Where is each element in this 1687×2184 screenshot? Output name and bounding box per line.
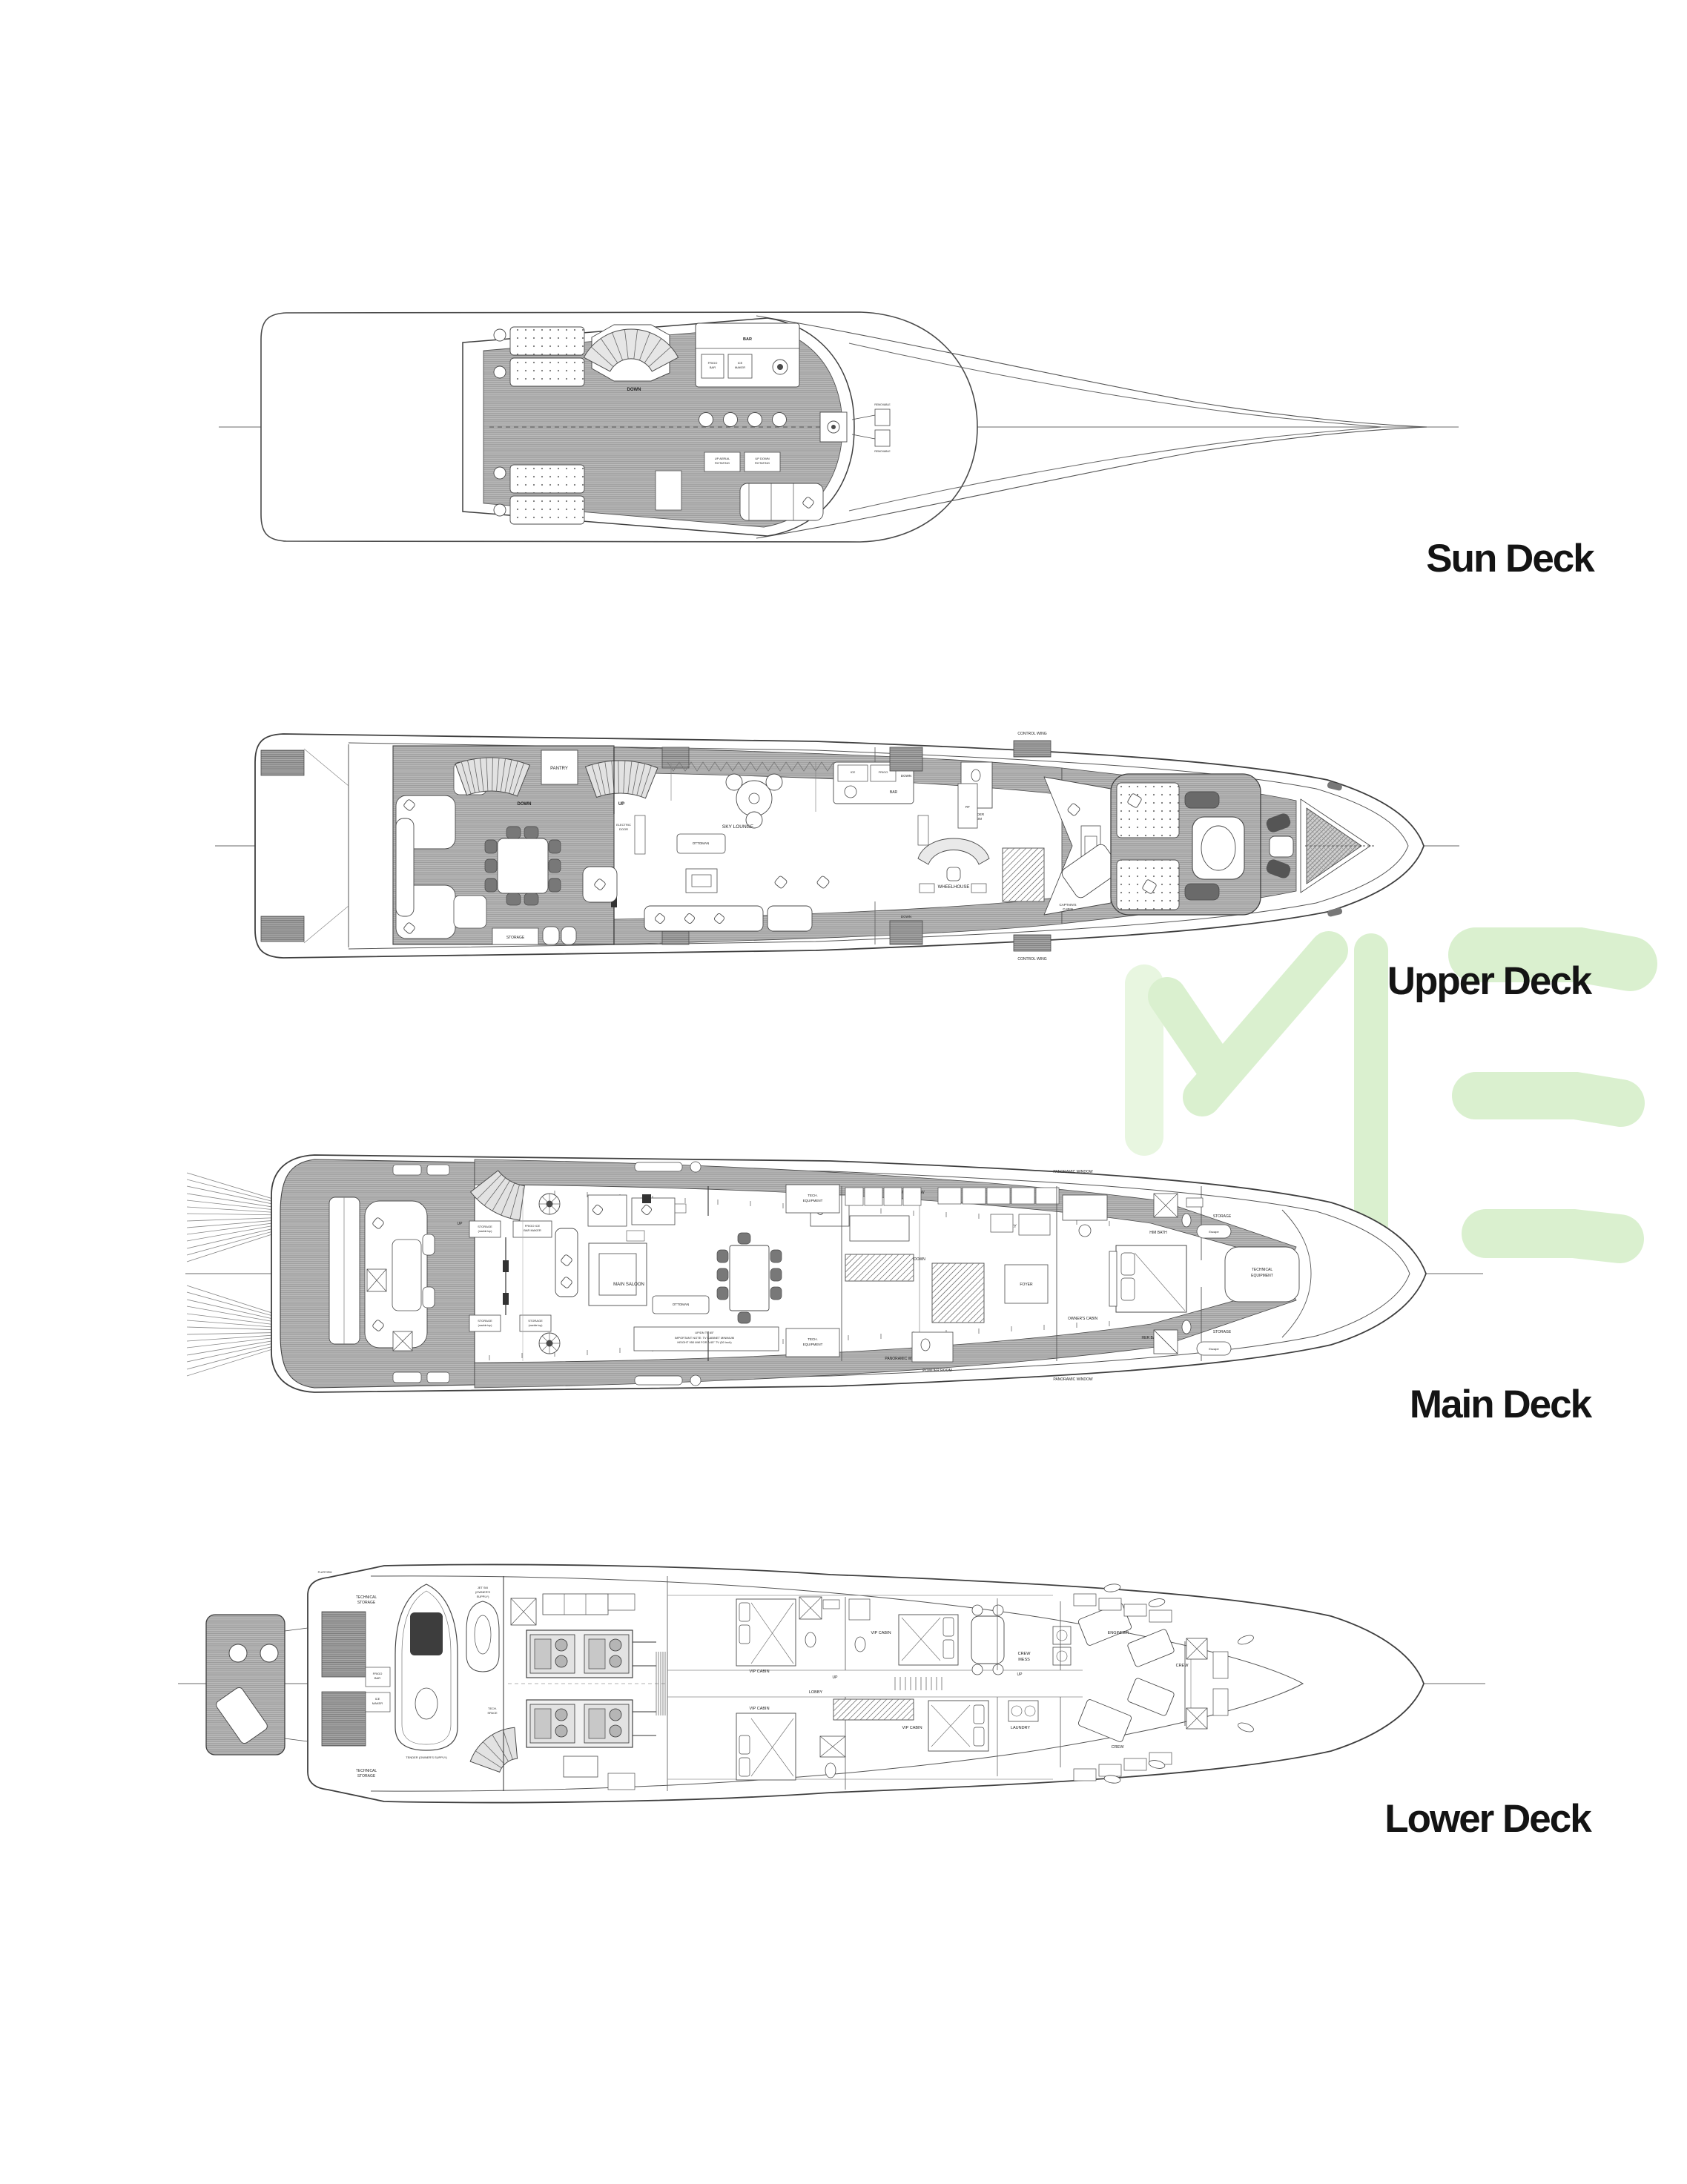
svg-text:Escape: Escape xyxy=(1209,1347,1219,1351)
svg-text:TECH.: TECH. xyxy=(808,1194,818,1197)
svg-text:(OWNER'S: (OWNER'S xyxy=(475,1590,490,1594)
svg-text:VIP CABIN: VIP CABIN xyxy=(902,1726,922,1730)
svg-text:PANTRY: PANTRY xyxy=(550,767,568,771)
svg-text:CONTROL WING: CONTROL WING xyxy=(1017,957,1046,962)
svg-text:CONTROL WING: CONTROL WING xyxy=(1017,732,1046,736)
svg-text:CREW: CREW xyxy=(1112,1745,1125,1750)
svg-text:EQUIPMENT: EQUIPMENT xyxy=(803,1199,823,1202)
svg-text:TECH.: TECH. xyxy=(808,1337,818,1341)
svg-text:DOWN: DOWN xyxy=(518,802,532,807)
svg-text:UP DOWN: UP DOWN xyxy=(755,457,769,460)
svg-text:EQUIPMENT: EQUIPMENT xyxy=(803,1343,823,1346)
svg-text:SUPPLY): SUPPLY) xyxy=(477,1595,489,1598)
svg-text:REMOVABLE: REMOVABLE xyxy=(874,403,891,406)
svg-text:OWNER'S CABIN: OWNER'S CABIN xyxy=(1068,1317,1098,1321)
svg-text:SKY LOUNGE: SKY LOUNGE xyxy=(722,824,754,830)
svg-text:(marble top): (marble top) xyxy=(478,1230,492,1233)
svg-text:MAKER: MAKER xyxy=(735,365,745,369)
svg-text:DOWN: DOWN xyxy=(627,388,641,392)
svg-text:HEIGHT 950 MM FOR A 65" TV (50: HEIGHT 950 MM FOR A 65" TV (50 inch) xyxy=(677,1340,732,1344)
svg-text:HER BATH: HER BATH xyxy=(1142,1336,1161,1340)
svg-text:VIP CABIN: VIP CABIN xyxy=(749,1707,769,1711)
svg-text:EQUIPMENT: EQUIPMENT xyxy=(1251,1274,1273,1278)
svg-text:CABIN: CABIN xyxy=(1063,907,1073,911)
svg-text:BAR MAKER: BAR MAKER xyxy=(524,1228,541,1232)
svg-text:ROTATING: ROTATING xyxy=(715,461,730,465)
svg-text:DOWN: DOWN xyxy=(901,774,911,778)
svg-text:CAPTAIN'S: CAPTAIN'S xyxy=(1059,903,1076,907)
svg-text:STORAGE: STORAGE xyxy=(506,936,525,940)
svg-text:STORAGE: STORAGE xyxy=(357,1774,376,1778)
svg-text:STORAGE: STORAGE xyxy=(528,1319,543,1323)
svg-text:STORAGE: STORAGE xyxy=(478,1319,492,1323)
svg-text:TECH.: TECH. xyxy=(488,1707,497,1710)
svg-text:UP/DN TV 65": UP/DN TV 65" xyxy=(695,1331,714,1334)
svg-text:Main Deck: Main Deck xyxy=(1410,1383,1593,1426)
svg-text:ROTATING: ROTATING xyxy=(755,461,770,465)
svg-text:ENGINEER: ENGINEER xyxy=(1108,1631,1129,1635)
svg-text:RT: RT xyxy=(965,805,970,809)
svg-text:MAIN SALOON: MAIN SALOON xyxy=(613,1283,644,1287)
svg-text:CREW: CREW xyxy=(1176,1664,1189,1668)
svg-text:BAR: BAR xyxy=(890,790,898,795)
svg-text:TECHNICAL: TECHNICAL xyxy=(356,1769,377,1773)
svg-text:IMPORTANT NOTE: TV CABINET MIN: IMPORTANT NOTE: TV CABINET MINIMUM xyxy=(675,1336,734,1340)
svg-text:OTTOMAN: OTTOMAN xyxy=(673,1303,689,1306)
svg-text:Escape: Escape xyxy=(1209,1230,1219,1234)
svg-text:MAKER: MAKER xyxy=(372,1701,383,1705)
svg-text:ICE: ICE xyxy=(851,770,856,774)
svg-text:HIM BATH: HIM BATH xyxy=(1149,1231,1167,1235)
svg-text:REMOVABLE: REMOVABLE xyxy=(874,450,891,453)
svg-text:FOYER: FOYER xyxy=(1020,1283,1033,1287)
svg-text:TECHNICAL: TECHNICAL xyxy=(1252,1268,1273,1272)
svg-text:DOWN: DOWN xyxy=(914,1257,925,1262)
svg-text:PANORAMIC WINDOW: PANORAMIC WINDOW xyxy=(1053,1170,1093,1174)
svg-text:SPACE: SPACE xyxy=(487,1711,498,1715)
svg-text:BAR: BAR xyxy=(374,1676,380,1680)
svg-text:DOWN: DOWN xyxy=(901,915,911,919)
svg-text:UP: UP xyxy=(833,1675,839,1680)
svg-text:ICE: ICE xyxy=(738,361,743,365)
svg-text:FRIGO: FRIGO xyxy=(879,770,888,774)
svg-text:Upper Deck: Upper Deck xyxy=(1387,959,1593,1003)
svg-text:PLATFORM: PLATFORM xyxy=(318,1571,332,1574)
svg-text:Lower Deck: Lower Deck xyxy=(1384,1797,1592,1841)
svg-text:ELECTRIC: ELECTRIC xyxy=(616,823,631,827)
svg-text:STORAGE: STORAGE xyxy=(1213,1214,1232,1219)
svg-text:STORAGE: STORAGE xyxy=(478,1225,492,1228)
svg-text:UP: UP xyxy=(618,802,624,807)
svg-text:LOBBY: LOBBY xyxy=(809,1690,823,1695)
svg-text:ICE: ICE xyxy=(375,1697,380,1701)
svg-text:JET SKI: JET SKI xyxy=(478,1586,489,1589)
svg-text:Sun Deck: Sun Deck xyxy=(1426,537,1595,580)
svg-text:UP AERIAL: UP AERIAL xyxy=(715,457,730,460)
svg-text:DOOR: DOOR xyxy=(619,827,628,831)
svg-text:STORAGE: STORAGE xyxy=(1213,1330,1232,1334)
svg-text:UP: UP xyxy=(1017,1672,1023,1677)
svg-text:(marble top): (marble top) xyxy=(478,1324,492,1327)
svg-text:UP: UP xyxy=(458,1222,463,1226)
svg-text:VIP CABIN: VIP CABIN xyxy=(871,1631,891,1635)
svg-text:MESS: MESS xyxy=(1018,1658,1030,1662)
svg-text:OTTOMAN: OTTOMAN xyxy=(693,841,709,845)
svg-text:TECHNICAL: TECHNICAL xyxy=(356,1595,377,1600)
svg-text:VIP CABIN: VIP CABIN xyxy=(749,1670,769,1674)
svg-text:BAR: BAR xyxy=(710,365,716,369)
svg-text:WHEELHOUSE: WHEELHOUSE xyxy=(938,885,970,890)
svg-text:FRIGO: FRIGO xyxy=(373,1672,383,1675)
svg-text:STORAGE: STORAGE xyxy=(357,1601,376,1605)
svg-text:PANORAMIC WINDOW: PANORAMIC WINDOW xyxy=(885,1357,925,1361)
svg-text:LAUNDRY: LAUNDRY xyxy=(1011,1726,1031,1730)
svg-text:(marble top): (marble top) xyxy=(529,1324,543,1327)
svg-text:TENDER (OWNER'S SUPPLY): TENDER (OWNER'S SUPPLY) xyxy=(406,1756,447,1759)
svg-text:FRIGO: FRIGO xyxy=(708,361,718,365)
svg-text:POWDER ROOM: POWDER ROOM xyxy=(922,1369,951,1373)
svg-text:BAR: BAR xyxy=(743,337,752,342)
svg-text:CREW: CREW xyxy=(1018,1652,1031,1656)
svg-text:FRIGO ICE: FRIGO ICE xyxy=(525,1224,541,1228)
svg-text:PANORAMIC WINDOW: PANORAMIC WINDOW xyxy=(1053,1377,1093,1382)
